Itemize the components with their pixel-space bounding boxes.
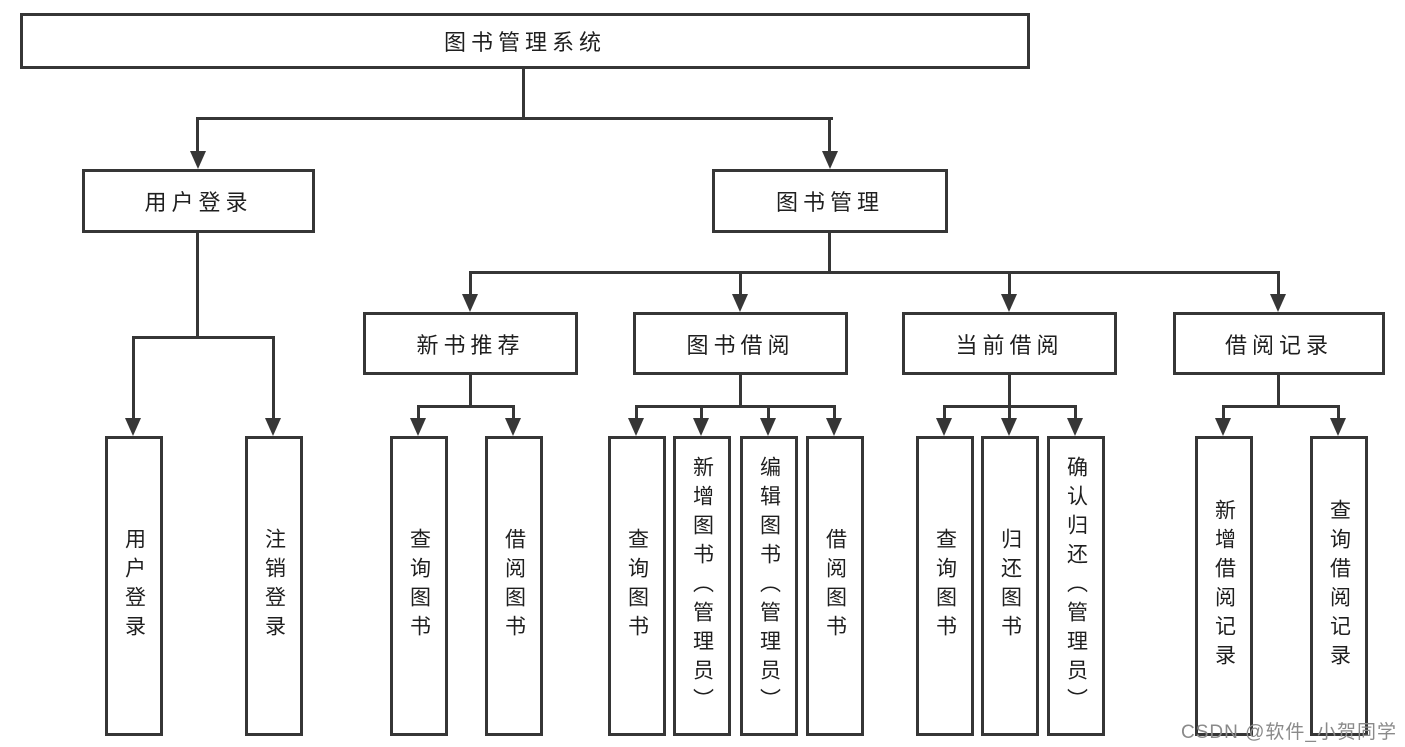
connector-stem — [1222, 405, 1225, 418]
arrow-head-icon — [462, 294, 478, 312]
connector-vline — [828, 233, 831, 271]
node-library-system: 图书管理系统 — [20, 13, 1030, 69]
node-book-borrowing: 图书借阅 — [633, 312, 848, 375]
connector-stem — [417, 405, 420, 418]
connector-stem — [833, 405, 836, 418]
arrow-head-icon — [1001, 294, 1017, 312]
connector-hbar — [469, 271, 1280, 274]
arrow-head-icon — [732, 294, 748, 312]
connector-stem — [272, 336, 275, 418]
arrow-head-icon — [265, 418, 281, 436]
node-user-login: 用户登录 — [82, 169, 315, 233]
connector-stem — [635, 405, 638, 418]
connector-hbar — [132, 336, 275, 339]
leaf-borrow-books-recommend: 借阅图书 — [485, 436, 543, 736]
arrow-head-icon — [936, 418, 952, 436]
connector-stem — [1277, 271, 1280, 294]
connector-stem — [1008, 405, 1011, 418]
node-book-management: 图书管理 — [712, 169, 948, 233]
node-new-book-recommendation: 新书推荐 — [363, 312, 578, 375]
leaf-query-books-recommend: 查询图书 — [390, 436, 448, 736]
arrow-head-icon — [693, 418, 709, 436]
connector-stem — [943, 405, 946, 418]
connector-hbar — [1222, 405, 1340, 408]
connector-stem — [512, 405, 515, 418]
connector-vline — [1008, 375, 1011, 405]
arrow-head-icon — [410, 418, 426, 436]
leaf-query-books-borrowing: 查询图书 — [608, 436, 666, 736]
connector-stem — [1074, 405, 1077, 418]
connector-stem — [767, 405, 770, 418]
connector-vline — [739, 375, 742, 405]
arrow-head-icon — [628, 418, 644, 436]
arrow-head-icon — [505, 418, 521, 436]
connector-vline — [522, 69, 525, 117]
connector-stem — [1008, 271, 1011, 294]
connector-vline — [469, 375, 472, 405]
connector-vline — [1277, 375, 1280, 405]
connector-stem — [132, 336, 135, 418]
arrow-head-icon — [1330, 418, 1346, 436]
leaf-query-borrow-record: 查询借阅记录 — [1310, 436, 1368, 736]
arrow-head-icon — [822, 151, 838, 169]
leaf-confirm-return-admin: 确认归还（管理员） — [1047, 436, 1105, 736]
leaf-user-login: 用户登录 — [105, 436, 163, 736]
leaf-return-books: 归还图书 — [981, 436, 1039, 736]
arrow-head-icon — [125, 418, 141, 436]
connector-stem — [700, 405, 703, 418]
connector-stem — [196, 117, 199, 151]
connector-hbar — [417, 405, 515, 408]
arrow-head-icon — [190, 151, 206, 169]
arrow-head-icon — [1001, 418, 1017, 436]
connector-stem — [1337, 405, 1340, 418]
leaf-query-books-current: 查询图书 — [916, 436, 974, 736]
watermark: CSDN @软件_小贺同学 — [1181, 722, 1397, 743]
connector-stem — [739, 271, 742, 294]
arrow-head-icon — [1215, 418, 1231, 436]
leaf-add-borrow-record: 新增借阅记录 — [1195, 436, 1253, 736]
arrow-head-icon — [760, 418, 776, 436]
node-current-borrowing: 当前借阅 — [902, 312, 1117, 375]
leaf-borrow-books: 借阅图书 — [806, 436, 864, 736]
connector-hbar — [197, 117, 833, 120]
connector-stem — [469, 271, 472, 294]
leaf-add-book-admin: 新增图书（管理员） — [673, 436, 731, 736]
leaf-edit-book-admin: 编辑图书（管理员） — [740, 436, 798, 736]
connector-stem — [828, 117, 831, 151]
arrow-head-icon — [826, 418, 842, 436]
arrow-head-icon — [1067, 418, 1083, 436]
connector-vline — [196, 233, 199, 336]
leaf-logout: 注销登录 — [245, 436, 303, 736]
connector-hbar — [635, 405, 836, 408]
node-borrowing-records: 借阅记录 — [1173, 312, 1385, 375]
arrow-head-icon — [1270, 294, 1286, 312]
